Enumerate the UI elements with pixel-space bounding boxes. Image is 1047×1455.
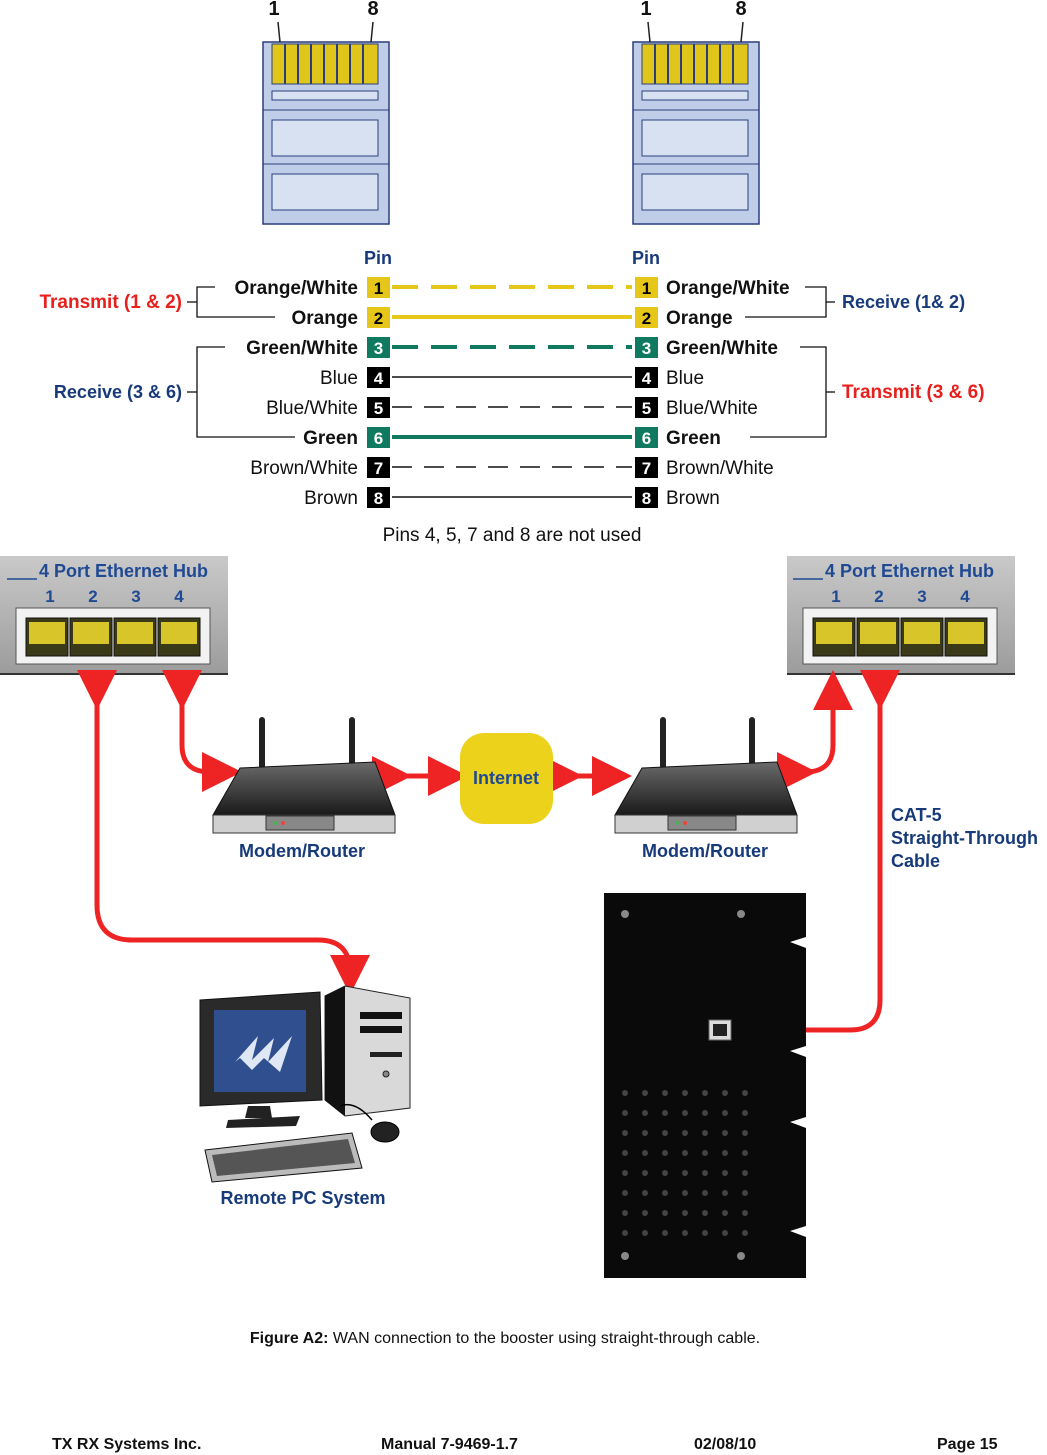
wire-label: Brown [304,488,358,509]
pin-badge: 2 [374,309,383,328]
hub-port-number: 4 [960,587,970,606]
router-left-label: Modem/Router [239,841,365,861]
hub-port-number: 4 [174,587,184,606]
footer-manual: Manual 7-9469-1.7 [381,1436,518,1453]
connector-left-pin-8: 8 [367,0,378,20]
hub-port-number: 3 [131,587,140,606]
pin-badge: 5 [374,399,383,418]
wire-label: Green/White [246,338,358,359]
vent-holes [622,1090,748,1236]
ethernet-hub-right: 4 Port Ethernet Hub 1 2 3 4 [787,556,1015,675]
internet-label: Internet [473,768,539,788]
wire-label: Orange [291,308,358,329]
wire-label: Blue/White [266,398,358,419]
hub-port-number: 3 [917,587,926,606]
wire-label: Orange [666,308,733,329]
wire-label: Blue/White [666,398,758,419]
footer-date: 02/08/10 [694,1436,757,1453]
wires [392,285,632,498]
pin-badge: 5 [642,399,651,418]
pin-badge: 8 [374,489,383,508]
wire-label: Orange/White [666,278,790,299]
cable-label-line1: CAT-5 [891,805,942,825]
pin-badge: 6 [374,429,383,448]
rj45-connector-left: 1 8 [262,0,390,225]
rj45-connector-right: 1 8 [632,0,760,225]
figure-caption: Figure A2: WAN connection to the booster… [0,1330,1010,1348]
modem-router-right [614,717,798,834]
pin-badge: 3 [374,339,383,358]
cable-label-line3: Cable [891,851,940,871]
transmit-right-label: Transmit (3 & 6) [842,382,985,403]
wire-label: Green/White [666,338,778,359]
signal-brackets [187,286,835,438]
cable-label-line2: Straight-Through [891,828,1038,848]
caption-text: WAN connection to the booster using stra… [332,1330,761,1347]
connector-right-pin-1: 1 [640,0,651,20]
pin-badge: 3 [642,339,651,358]
wire-label: Brown [666,488,720,509]
internet-cloud: Internet [460,733,553,824]
wire-label: Orange/White [234,278,358,299]
wire-label: Green [303,428,358,449]
wiring-left: 1 Orange/White 2 Orange 3 Green/White 4 … [234,277,390,509]
pin-header-right: Pin [632,248,660,268]
pc-label: Remote PC System [220,1188,385,1208]
remote-pc-system [199,985,411,1183]
hub-port-jacks [25,617,201,657]
pin-badge: 8 [642,489,651,508]
receive-left-label: Receive (3 & 6) [54,382,182,402]
hub-port-jacks [812,617,988,657]
hub-title: 4 Port Ethernet Hub [39,561,208,581]
booster-panel [604,893,806,1278]
modem-router-left [212,717,396,834]
wire-label: Blue [666,368,704,389]
pin-badge: 1 [642,279,651,298]
wire-label: Brown/White [250,458,358,479]
cable-arrows [77,670,900,1050]
footer-page: Page 15 [937,1436,998,1453]
hub-title: 4 Port Ethernet Hub [825,561,994,581]
hub-port-number: 1 [45,587,54,606]
pin-badge: 7 [374,459,383,478]
connector-left-pin-1: 1 [268,0,279,20]
pin-badge: 7 [642,459,651,478]
caption-prefix: Figure A2: [249,1330,329,1347]
pin-badge: 6 [642,429,651,448]
connector-right-pin-8: 8 [735,0,746,20]
receive-right-label: Receive (1& 2) [842,292,965,312]
pin-badge: 4 [374,369,384,388]
transmit-left-label: Transmit (1 & 2) [39,292,182,313]
router-right-label: Modem/Router [642,841,768,861]
wiring-right: 1 Orange/White 2 Orange 3 Green/White 4 … [635,277,790,509]
unused-pins-note: Pins 4, 5, 7 and 8 are not used [383,525,642,546]
footer-company: TX RX Systems Inc. [52,1436,202,1453]
hub-port-number: 1 [831,587,840,606]
pin-badge: 1 [374,279,383,298]
pin-badge: 2 [642,309,651,328]
wire-label: Green [666,428,721,449]
wire-label: Blue [320,368,358,389]
wire-label: Brown/White [666,458,774,479]
pin-badge: 4 [642,369,652,388]
hub-port-number: 2 [88,587,97,606]
ethernet-hub-left: 4 Port Ethernet Hub 1 2 3 4 [0,556,228,675]
pin-header-left: Pin [364,248,392,268]
hub-port-number: 2 [874,587,883,606]
